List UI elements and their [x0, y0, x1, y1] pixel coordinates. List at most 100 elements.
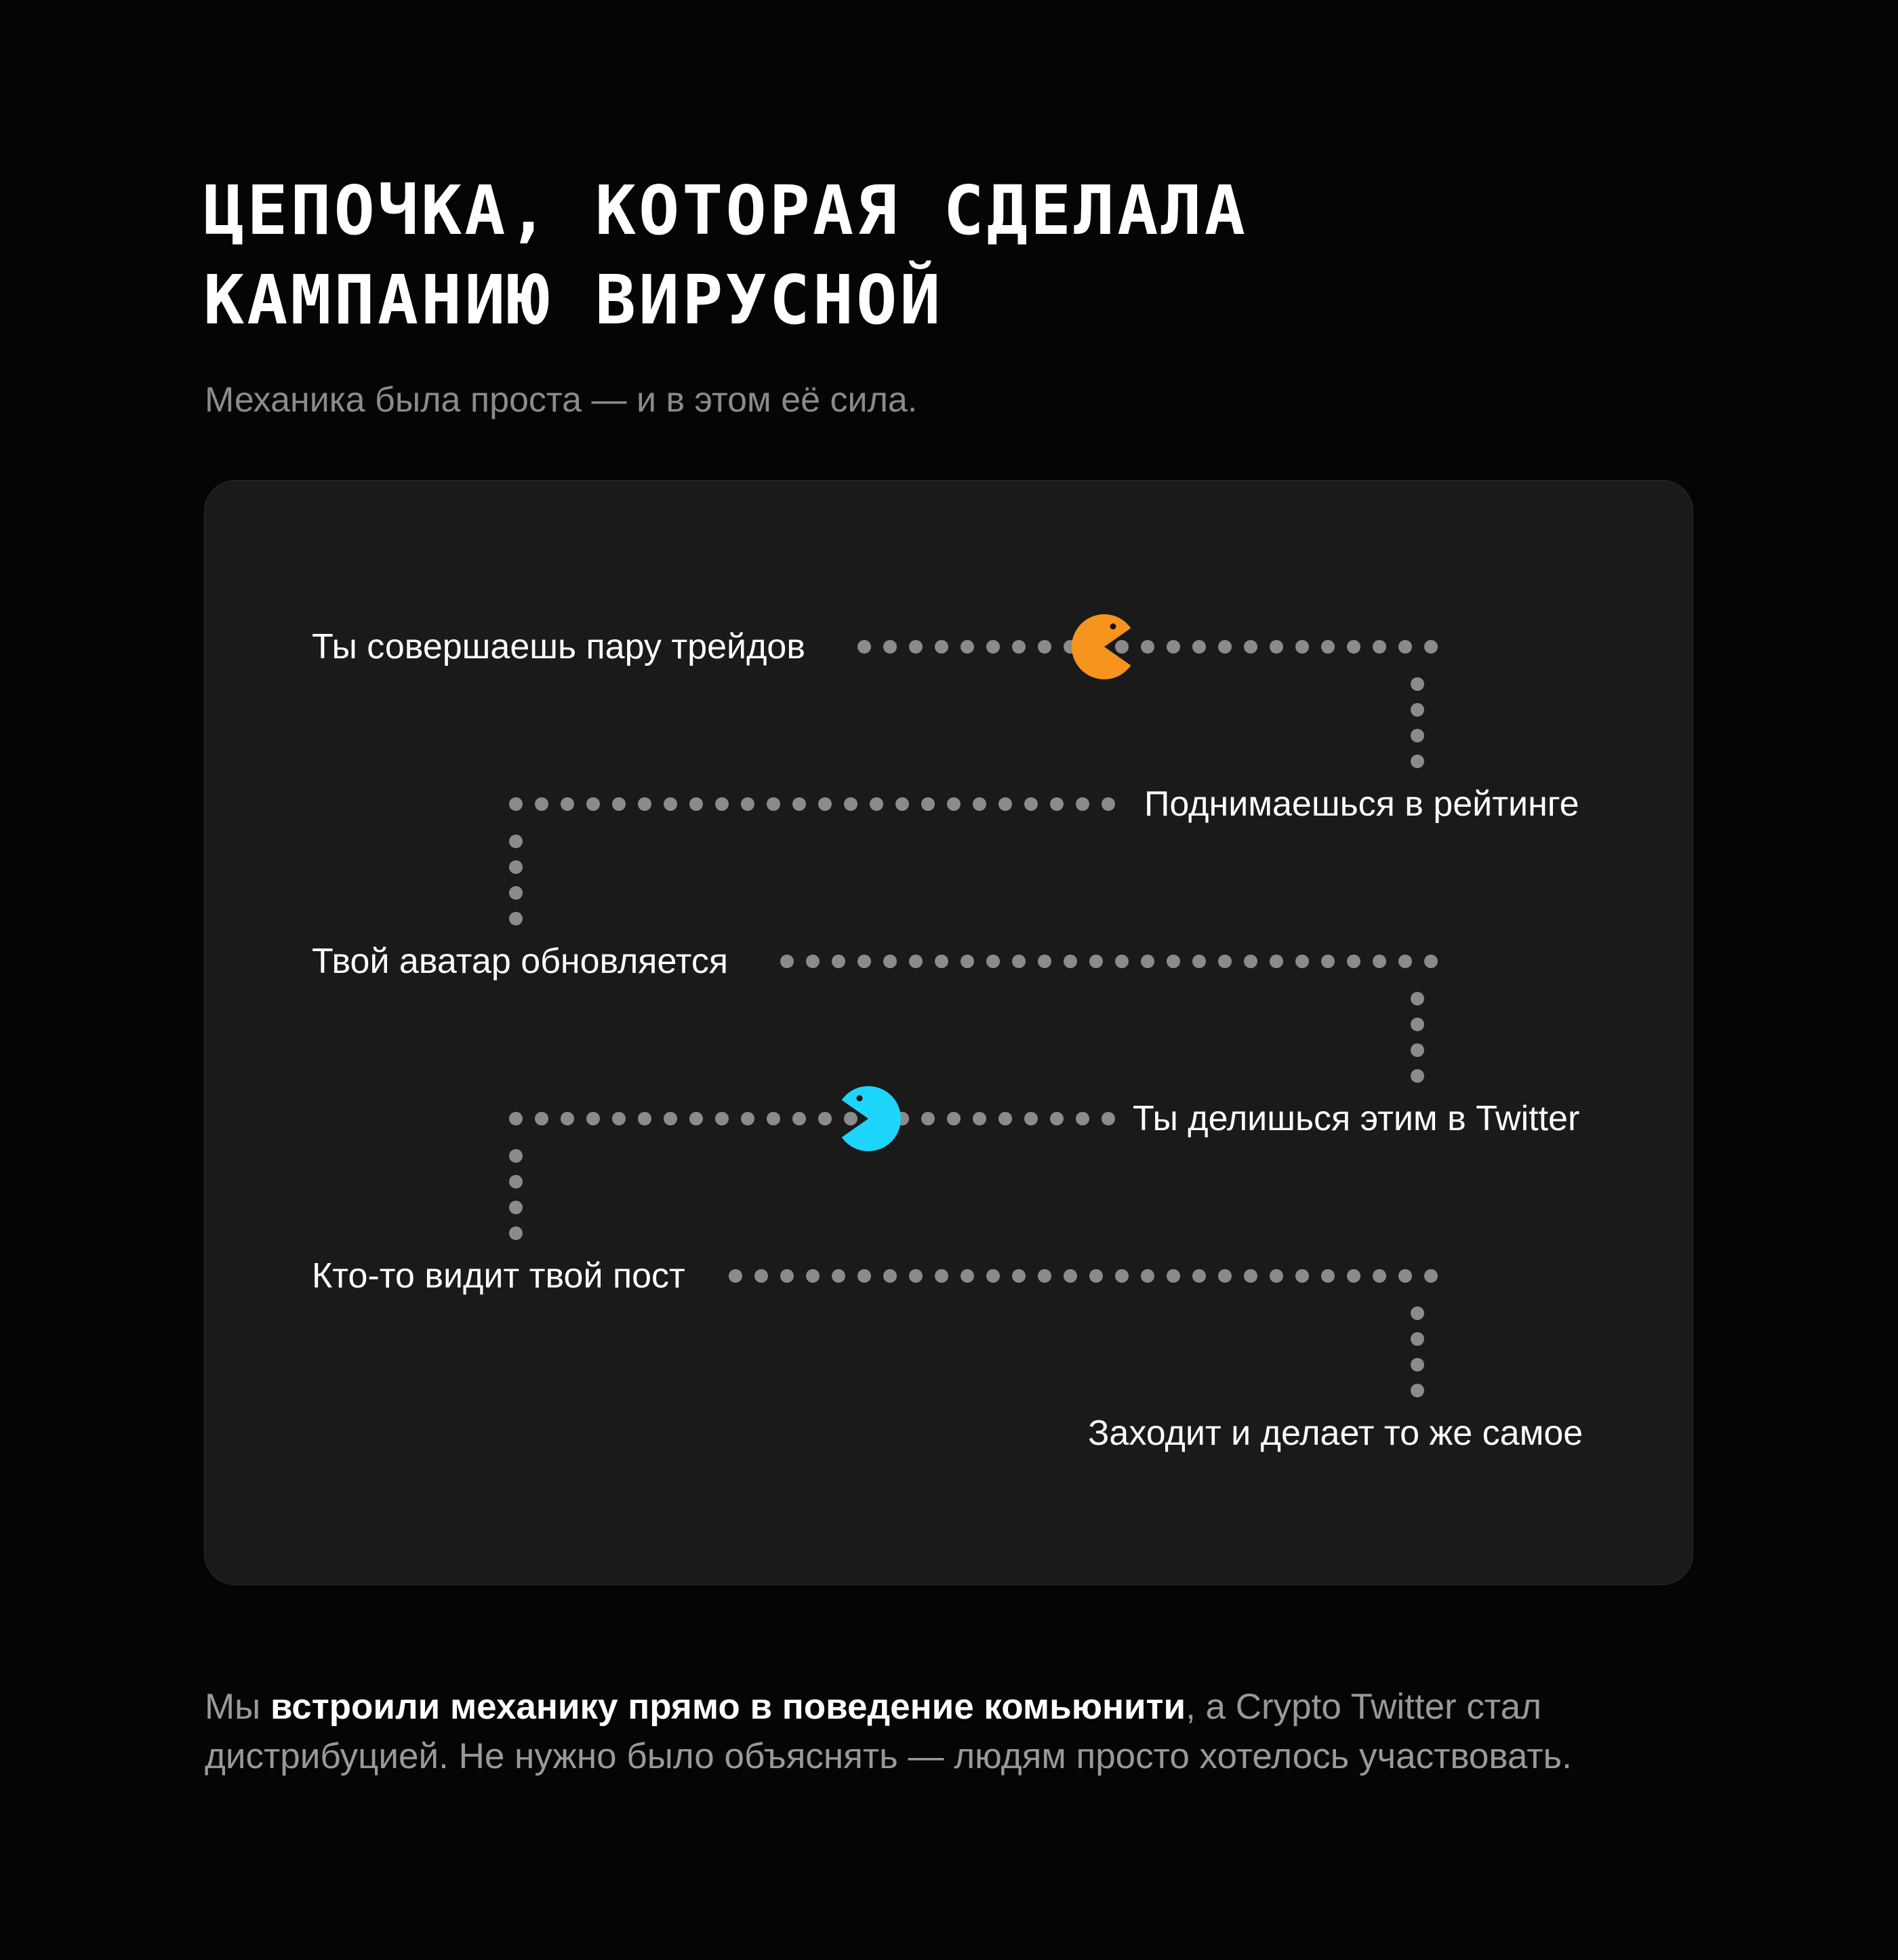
dot — [857, 1269, 871, 1283]
dot — [586, 797, 600, 811]
dotted-line — [509, 797, 1115, 811]
vertical-dotted-line — [1411, 677, 1424, 768]
dot — [1115, 1269, 1129, 1283]
dot — [986, 640, 1000, 654]
dot — [1064, 955, 1077, 968]
dot — [509, 835, 523, 848]
dot — [509, 886, 523, 900]
dot — [1373, 640, 1386, 654]
dot — [509, 912, 523, 925]
dot — [715, 797, 729, 811]
dot — [1270, 640, 1283, 654]
footer-paragraph: Мы встроили механику прямо в поведение к… — [205, 1682, 1628, 1781]
dot — [1167, 955, 1180, 968]
vertical-dotted-line — [1411, 992, 1424, 1083]
dot — [1038, 1269, 1051, 1283]
page-subtitle: Механика была проста — и в этом её сила. — [205, 380, 918, 420]
dot — [1192, 955, 1206, 968]
dot — [1244, 640, 1257, 654]
dot — [1424, 640, 1438, 654]
dot — [832, 1269, 845, 1283]
dot — [844, 1112, 857, 1125]
dot — [1115, 955, 1129, 968]
dotted-line — [509, 1112, 1115, 1125]
dot — [895, 797, 909, 811]
page-title-line2: КАМПАНИЮ ВИРУСНОЙ — [203, 260, 944, 340]
dot — [1373, 1269, 1386, 1283]
dot — [986, 1269, 1000, 1283]
dotted-line — [780, 955, 1438, 968]
dot — [1012, 1269, 1026, 1283]
dot — [921, 797, 935, 811]
dot — [1038, 640, 1051, 654]
dot — [973, 797, 986, 811]
footer-text-run: встроили механику прямо в поведение комь… — [270, 1687, 1186, 1727]
dot — [1038, 955, 1051, 968]
dot — [509, 1201, 523, 1214]
dot — [1012, 955, 1026, 968]
dot — [935, 640, 948, 654]
dot — [1076, 797, 1089, 811]
dot — [1321, 1269, 1335, 1283]
dot — [1244, 1269, 1257, 1283]
chain-step-label: Ты совершаешь пару трейдов — [312, 627, 805, 666]
dot — [509, 860, 523, 874]
dot — [857, 640, 871, 654]
dot — [1411, 1043, 1424, 1057]
dot — [961, 1269, 974, 1283]
dot — [1192, 640, 1206, 654]
dot — [1411, 1332, 1424, 1346]
dot — [909, 1269, 923, 1283]
dot — [947, 797, 961, 811]
dot — [857, 955, 871, 968]
dot — [1347, 1269, 1360, 1283]
dot — [535, 797, 548, 811]
dot — [1102, 797, 1115, 811]
dot — [1411, 1384, 1424, 1397]
dot — [1141, 1269, 1154, 1283]
dot — [509, 1112, 523, 1125]
dot — [1167, 1269, 1180, 1283]
dot — [1141, 640, 1154, 654]
dot — [1347, 955, 1360, 968]
dot — [998, 1112, 1012, 1125]
dot — [1064, 1269, 1077, 1283]
dot — [1270, 955, 1283, 968]
footer-text-run: , а Crypto Twitter стал дистрибуцией. Не… — [205, 1687, 1572, 1776]
dot — [1089, 1269, 1103, 1283]
dot — [792, 1112, 806, 1125]
pacman-cyan-icon — [836, 1086, 902, 1151]
dot — [921, 1112, 935, 1125]
dot — [1411, 677, 1424, 691]
dot — [754, 1269, 768, 1283]
dot — [1295, 640, 1309, 654]
dot — [689, 797, 703, 811]
dot — [1347, 640, 1360, 654]
dot — [1321, 640, 1335, 654]
dot — [664, 797, 677, 811]
dot — [638, 797, 651, 811]
chain-step-label: Поднимаешься в рейтинге — [1144, 784, 1579, 824]
dot — [729, 1269, 742, 1283]
dot — [1192, 1269, 1206, 1283]
dot — [715, 1112, 729, 1125]
chain-step-label: Заходит и делает то же самое — [1088, 1414, 1583, 1453]
dot — [1411, 755, 1424, 768]
dot — [935, 955, 948, 968]
dot — [586, 1112, 600, 1125]
dot — [1050, 1112, 1064, 1125]
dot — [1141, 955, 1154, 968]
dot — [883, 955, 897, 968]
dot — [883, 1269, 897, 1283]
dot — [780, 1269, 794, 1283]
dot — [767, 797, 780, 811]
dot — [741, 1112, 754, 1125]
dot — [1398, 1269, 1412, 1283]
dot — [1411, 1358, 1424, 1372]
dot — [1218, 640, 1232, 654]
pacman-orange-icon — [1071, 614, 1137, 679]
dot — [1373, 955, 1386, 968]
dot — [832, 955, 845, 968]
dot — [509, 1226, 523, 1240]
